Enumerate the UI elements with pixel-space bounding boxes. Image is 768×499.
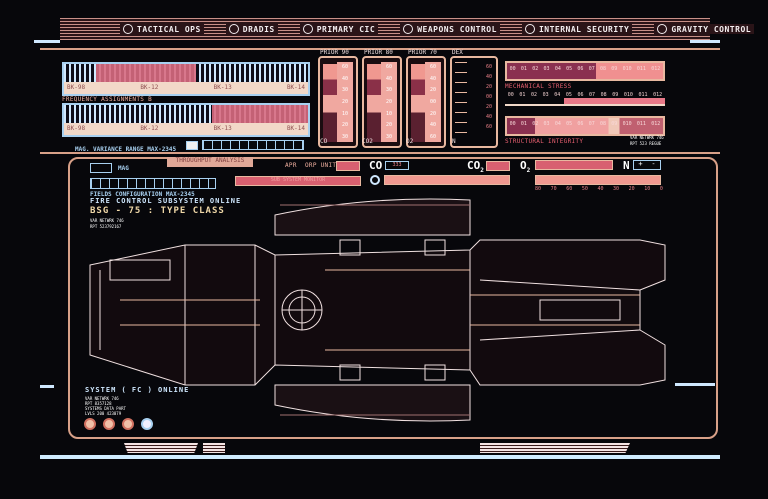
nav-primary-cic[interactable]: PRIMARY CIC: [299, 24, 379, 34]
fields-config-meter: [90, 178, 216, 189]
co2-header: CO2: [467, 159, 484, 175]
footer-tab-1[interactable]: [124, 443, 198, 453]
mechanical-stress-label: MECHANICAL STRESS: [505, 83, 572, 90]
system-icon-2[interactable]: [103, 418, 115, 430]
co2-value: [486, 161, 510, 171]
footer-tab-3[interactable]: [480, 443, 630, 453]
schematic-frame: [68, 157, 718, 439]
mag-label: MAG: [118, 165, 129, 172]
nav-weapons-control[interactable]: WEAPONS CONTROL: [400, 24, 500, 34]
orp-value: [336, 161, 360, 171]
top-nav: TACTICAL OPS DRADIS PRIMARY CIC WEAPONS …: [120, 20, 755, 38]
nav-internal-security[interactable]: INTERNAL SECURITY: [521, 24, 633, 34]
fire-control-status: FIRE CONTROL SUBSYSTEM ONLINE: [90, 197, 242, 205]
nav-dradis[interactable]: DRADIS: [225, 24, 278, 34]
co-value: 333: [385, 161, 409, 170]
frequency-label: FREQUENCY ASSIGNMENTS B: [62, 96, 152, 103]
n-label: N: [452, 138, 456, 145]
o2-header: O2: [520, 159, 531, 175]
side-marker: [690, 40, 720, 43]
divider: [40, 152, 720, 154]
throughput-tab[interactable]: THROUGHPUT ANALYSIS: [167, 157, 253, 167]
security-icon: [524, 24, 535, 34]
side-marker: [675, 383, 715, 386]
system-icons: [84, 418, 153, 430]
gravity-icon: [657, 24, 668, 34]
stress-level: [505, 98, 665, 106]
mag-box[interactable]: [90, 163, 112, 173]
system-icon-3[interactable]: [122, 418, 134, 430]
co-header: CO: [369, 159, 383, 172]
cic-icon: [302, 24, 313, 34]
side-marker: [40, 385, 54, 388]
footer-tab-2[interactable]: [203, 443, 225, 453]
system-icon-1[interactable]: [84, 418, 96, 430]
apr-label: APR: [285, 162, 297, 169]
o2-level-bar: [535, 175, 661, 185]
co-level-bar: [384, 175, 510, 185]
side-marker: [34, 40, 60, 43]
nav-tactical-ops[interactable]: TACTICAL OPS: [120, 24, 204, 34]
subsystem-monitor: SUB SYSTEM MONITOR: [235, 176, 361, 186]
n-header: N: [623, 159, 630, 172]
nav-gravity-control[interactable]: GRAVITY CONTROL: [654, 24, 755, 34]
variance-meter: [202, 140, 304, 150]
gas-alert-icon: [370, 175, 380, 185]
type-class: BSG - 75 : TYPE CLASS: [90, 206, 225, 216]
o2-label: O2: [406, 138, 414, 145]
structural-integrity-label: STRUCTURAL INTEGRITY: [505, 138, 584, 145]
fields-config-label: FIELDS CONFIGURATION MAX-2345: [90, 191, 195, 198]
orp-label: ORP UNIT: [305, 162, 337, 169]
n-stepper[interactable]: +-: [633, 160, 661, 170]
bottom-bar: [40, 455, 720, 459]
variance-toggle[interactable]: [186, 141, 198, 150]
tactical-icon: [123, 24, 133, 34]
divider: [40, 48, 720, 50]
variance-label: MAG. VARIANCE RANGE MAX-2345: [75, 146, 177, 153]
co-label: CO: [320, 138, 328, 145]
system-status: SYSTEM ( FC ) ONLINE: [85, 386, 190, 394]
system-icon-4[interactable]: [141, 418, 153, 430]
weapons-icon: [403, 24, 414, 34]
dradis-icon: [228, 24, 239, 34]
top-nav-stripes: [60, 18, 710, 40]
co2-label: CO2: [362, 138, 373, 145]
o2-value: [535, 160, 613, 170]
